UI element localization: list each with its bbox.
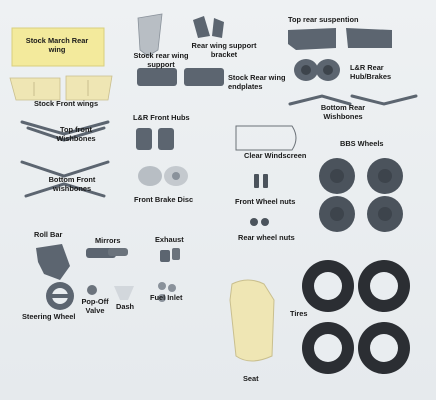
label-top-front-wishbones: Top front Wishbones <box>56 125 96 143</box>
windscreen-part <box>235 125 297 151</box>
label-fuel-inlet: Fuel Inlet <box>150 293 183 302</box>
label-bbs-wheels: BBS Wheels <box>340 139 384 148</box>
label-bottom-front-wishbones: Bottom Front wishbones <box>48 175 96 193</box>
tires-part <box>302 260 410 374</box>
exhaust-part <box>160 248 180 262</box>
label-dash: Dash <box>116 302 135 311</box>
endplates-part <box>137 68 224 86</box>
label-lr-rear-hub-brakes: L&R Rear Hub/Brakes <box>350 63 392 81</box>
label-stock-rear-wing-support: Stock rear wing support <box>133 51 189 69</box>
label-front-wheel-nuts: Front Wheel nuts <box>235 197 296 206</box>
label-roll-bar: Roll Bar <box>34 230 63 239</box>
label-pop-off-valve: Pop-Off Valve <box>81 297 109 315</box>
label-mirrors: Mirrors <box>95 236 121 245</box>
rear-hubs-part <box>294 59 340 81</box>
label-tires: Tires <box>290 309 308 318</box>
top-front-wishbones-part <box>20 120 110 142</box>
label-exhaust: Exhaust <box>155 235 184 244</box>
wing-bracket-part <box>193 16 224 38</box>
label-bottom-rear-wishbones: Bottom Rear Wishbones <box>320 103 366 121</box>
label-rear-wing-support-bracket: Rear wing support bracket <box>191 41 257 59</box>
brake-disc-part <box>138 166 188 186</box>
roll-bar-part <box>36 244 70 280</box>
top-rear-suspension-part <box>288 28 392 50</box>
steering-wheel-part <box>46 282 74 310</box>
label-rear-wheel-nuts: Rear wheel nuts <box>238 233 295 242</box>
pop-off-valve-part <box>87 285 97 295</box>
front-hubs-part <box>136 128 174 150</box>
fuel-inlet-part <box>158 282 176 302</box>
label-top-rear-suspention: Top rear suspention <box>288 15 359 24</box>
label-steering-wheel: Steering Wheel <box>22 312 76 321</box>
mirrors-part <box>86 248 128 258</box>
rear-wing-part <box>11 27 105 67</box>
bottom-rear-wishbones-part <box>288 94 418 106</box>
bottom-front-wishbones-part <box>20 160 110 198</box>
bbs-wheels-part <box>319 158 403 232</box>
wheel-nuts-part <box>250 174 269 226</box>
label-stock-march-rear-wing: Stock March Rear wing <box>25 36 89 54</box>
label-front-brake-disc: Front Brake Disc <box>134 195 194 204</box>
rear-wing-support-part <box>137 13 163 57</box>
front-wings-part <box>9 75 113 101</box>
label-stock-front-wings: Stock Front wings <box>34 99 99 108</box>
label-lr-front-hubs: L&R Front Hubs <box>133 113 190 122</box>
seat-part <box>229 279 275 362</box>
dash-part <box>114 286 134 300</box>
label-seat: Seat <box>243 374 259 383</box>
label-stock-rear-wing-endplates: Stock Rear wing endplates <box>228 73 286 91</box>
label-clear-windscreen: Clear Windscreen <box>244 151 307 160</box>
